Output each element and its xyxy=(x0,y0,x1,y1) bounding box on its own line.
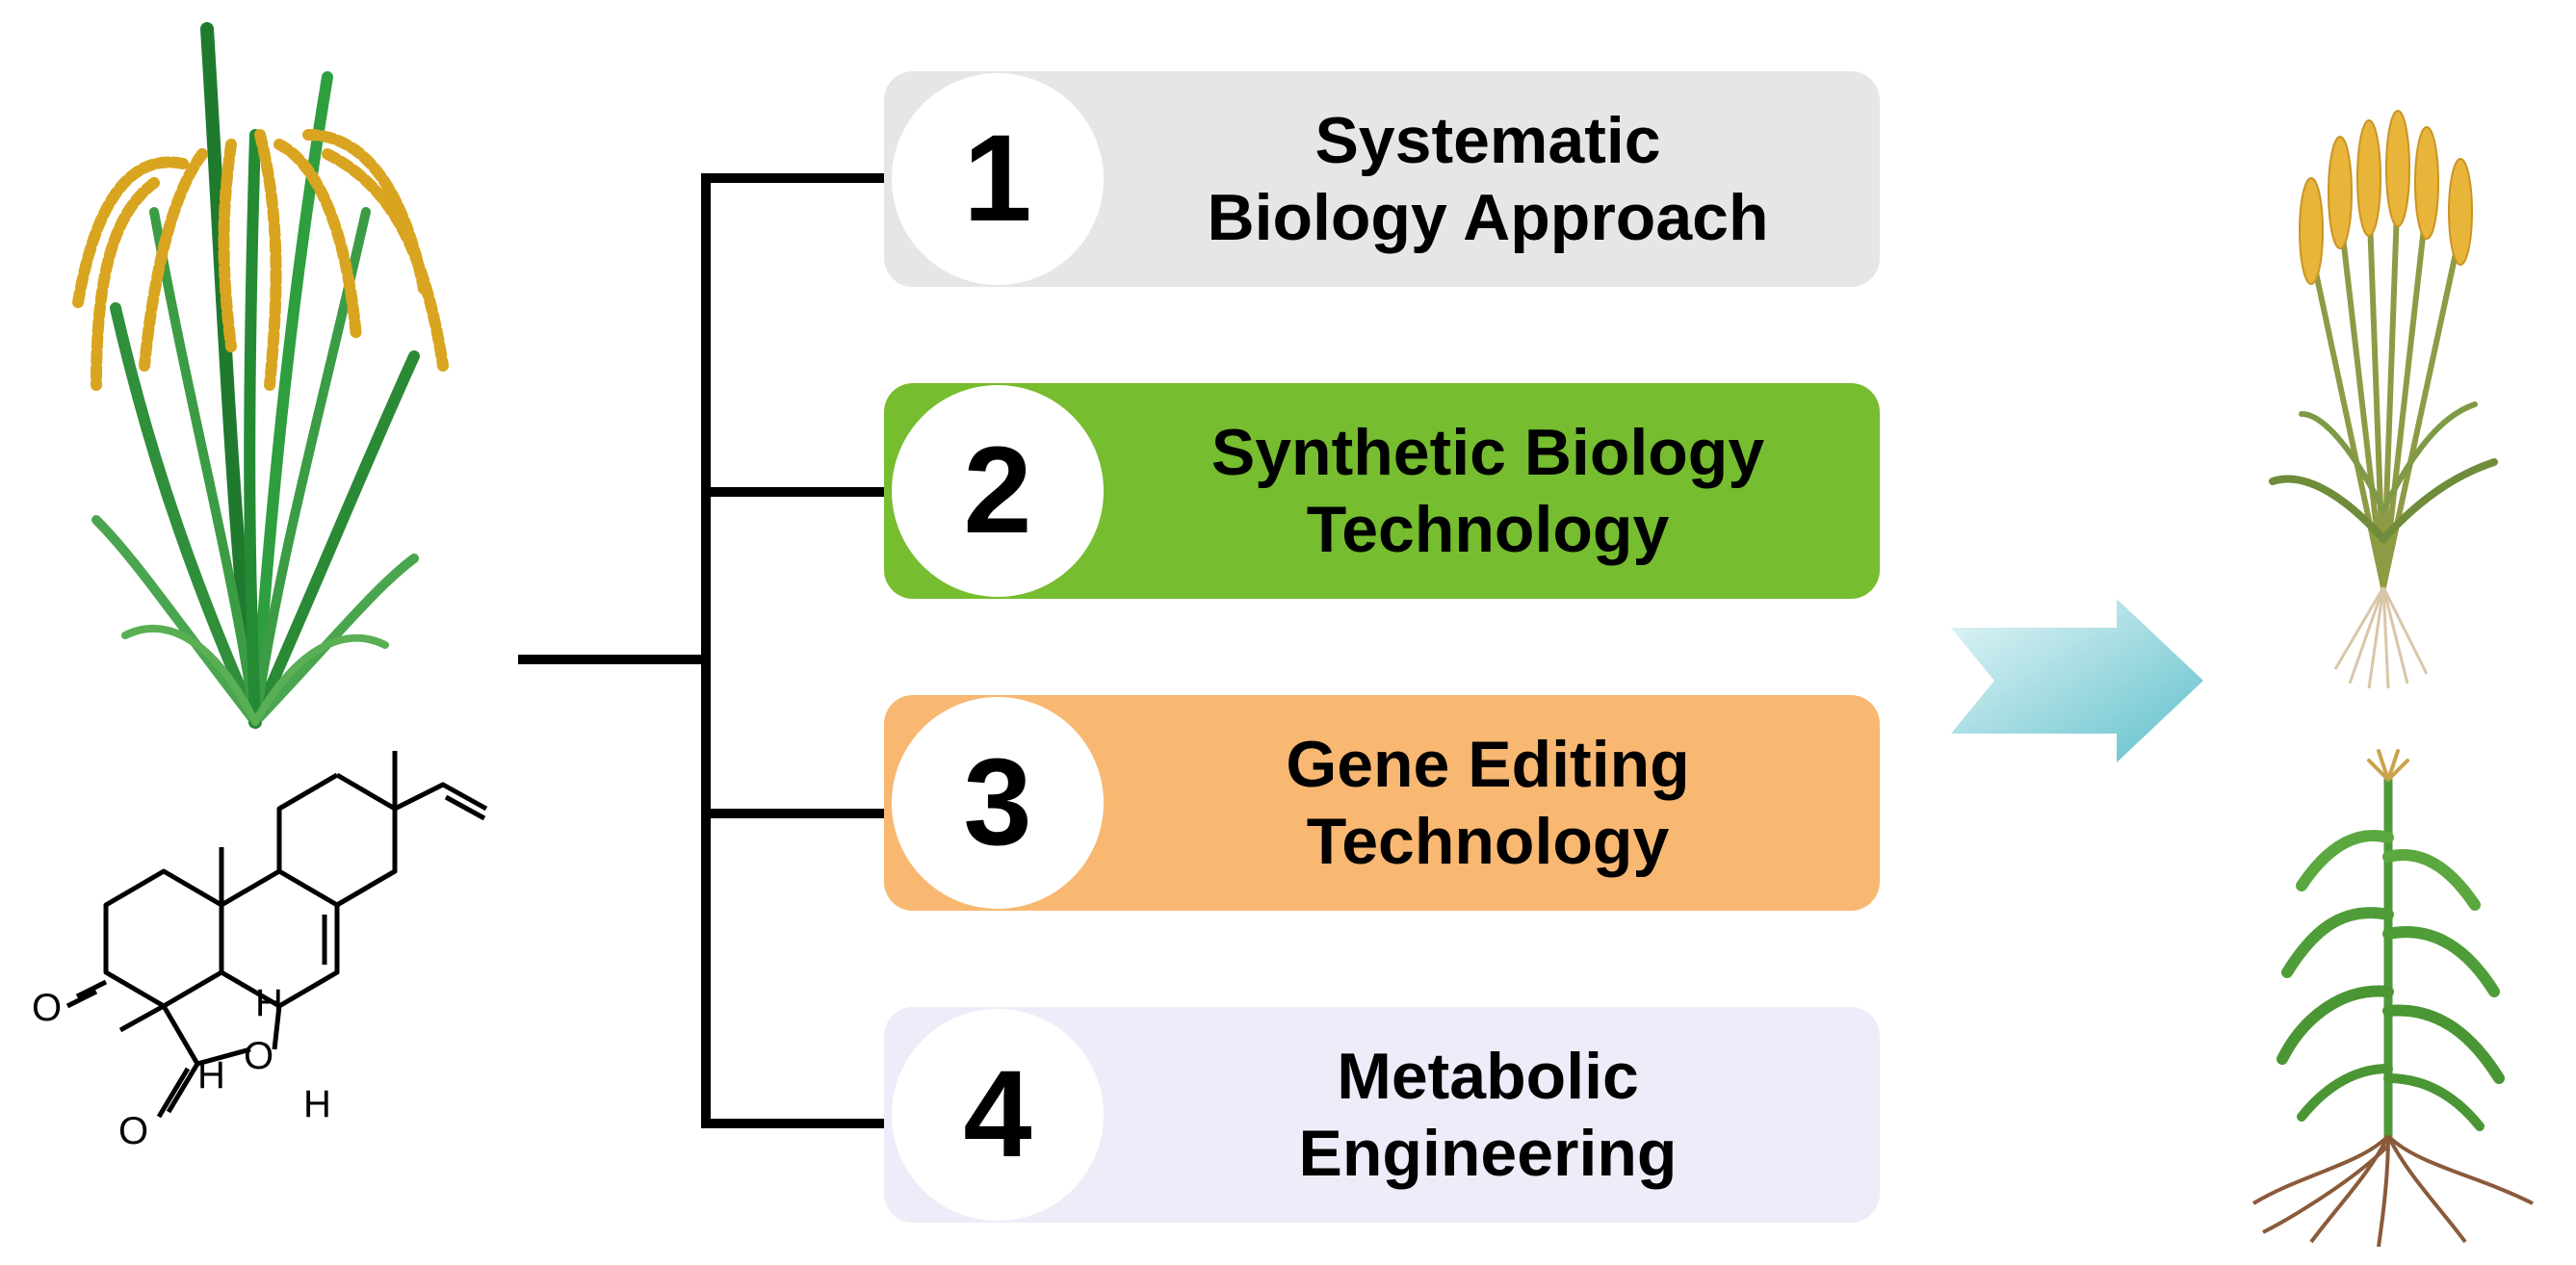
atom-h1: H xyxy=(255,982,283,1024)
connector-branch-2 xyxy=(701,487,886,497)
connector-branch-1 xyxy=(701,173,886,183)
method-number-4: 4 xyxy=(963,1046,1032,1183)
method-box-1: 1 Systematic Biology Approach xyxy=(884,71,1880,287)
right-arrow-icon xyxy=(1951,599,2203,762)
wheat-plant-icon xyxy=(2269,110,2498,689)
connector-branch-4 xyxy=(701,1119,886,1128)
method-label-3-line2: Technology xyxy=(1306,805,1670,878)
atom-h2: H xyxy=(197,1054,225,1097)
method-label-1: Systematic Biology Approach xyxy=(1134,71,1841,287)
method-label-4: Metabolic Engineering xyxy=(1134,1007,1841,1223)
number-circle-1: 1 xyxy=(892,73,1104,285)
connector-branch-3 xyxy=(701,809,886,818)
method-label-4-line2: Engineering xyxy=(1298,1117,1678,1190)
method-label-2-line1: Synthetic Biology xyxy=(1210,416,1765,489)
method-label-3-line1: Gene Editing xyxy=(1286,728,1690,801)
atom-h3: H xyxy=(303,1083,331,1125)
method-box-2: 2 Synthetic Biology Technology xyxy=(884,383,1880,599)
connector-spine xyxy=(701,173,711,1128)
method-number-1: 1 xyxy=(963,110,1032,247)
corn-plant-icon xyxy=(2251,749,2534,1248)
number-circle-2: 2 xyxy=(892,385,1104,597)
atom-o-ketone: O xyxy=(32,987,62,1029)
method-label-4-line1: Metabolic xyxy=(1337,1040,1639,1113)
method-label-3: Gene Editing Technology xyxy=(1134,695,1841,911)
atom-o-ring: O xyxy=(244,1035,273,1077)
method-label-2-line2: Technology xyxy=(1306,493,1670,566)
method-label-2: Synthetic Biology Technology xyxy=(1134,383,1841,599)
number-circle-4: 4 xyxy=(892,1009,1104,1221)
method-number-2: 2 xyxy=(963,422,1032,559)
number-circle-3: 3 xyxy=(892,697,1104,909)
method-box-3: 3 Gene Editing Technology xyxy=(884,695,1880,911)
method-label-1-line1: Systematic xyxy=(1314,104,1661,177)
atom-o-lactone-carbonyl: O xyxy=(118,1110,148,1152)
connector-stem xyxy=(518,655,707,664)
method-number-3: 3 xyxy=(963,734,1032,871)
method-box-4: 4 Metabolic Engineering xyxy=(884,1007,1880,1223)
rice-plant-icon xyxy=(71,22,449,729)
method-label-1-line2: Biology Approach xyxy=(1207,181,1769,254)
molecule-structure-icon: O O O H H H xyxy=(32,751,488,1152)
